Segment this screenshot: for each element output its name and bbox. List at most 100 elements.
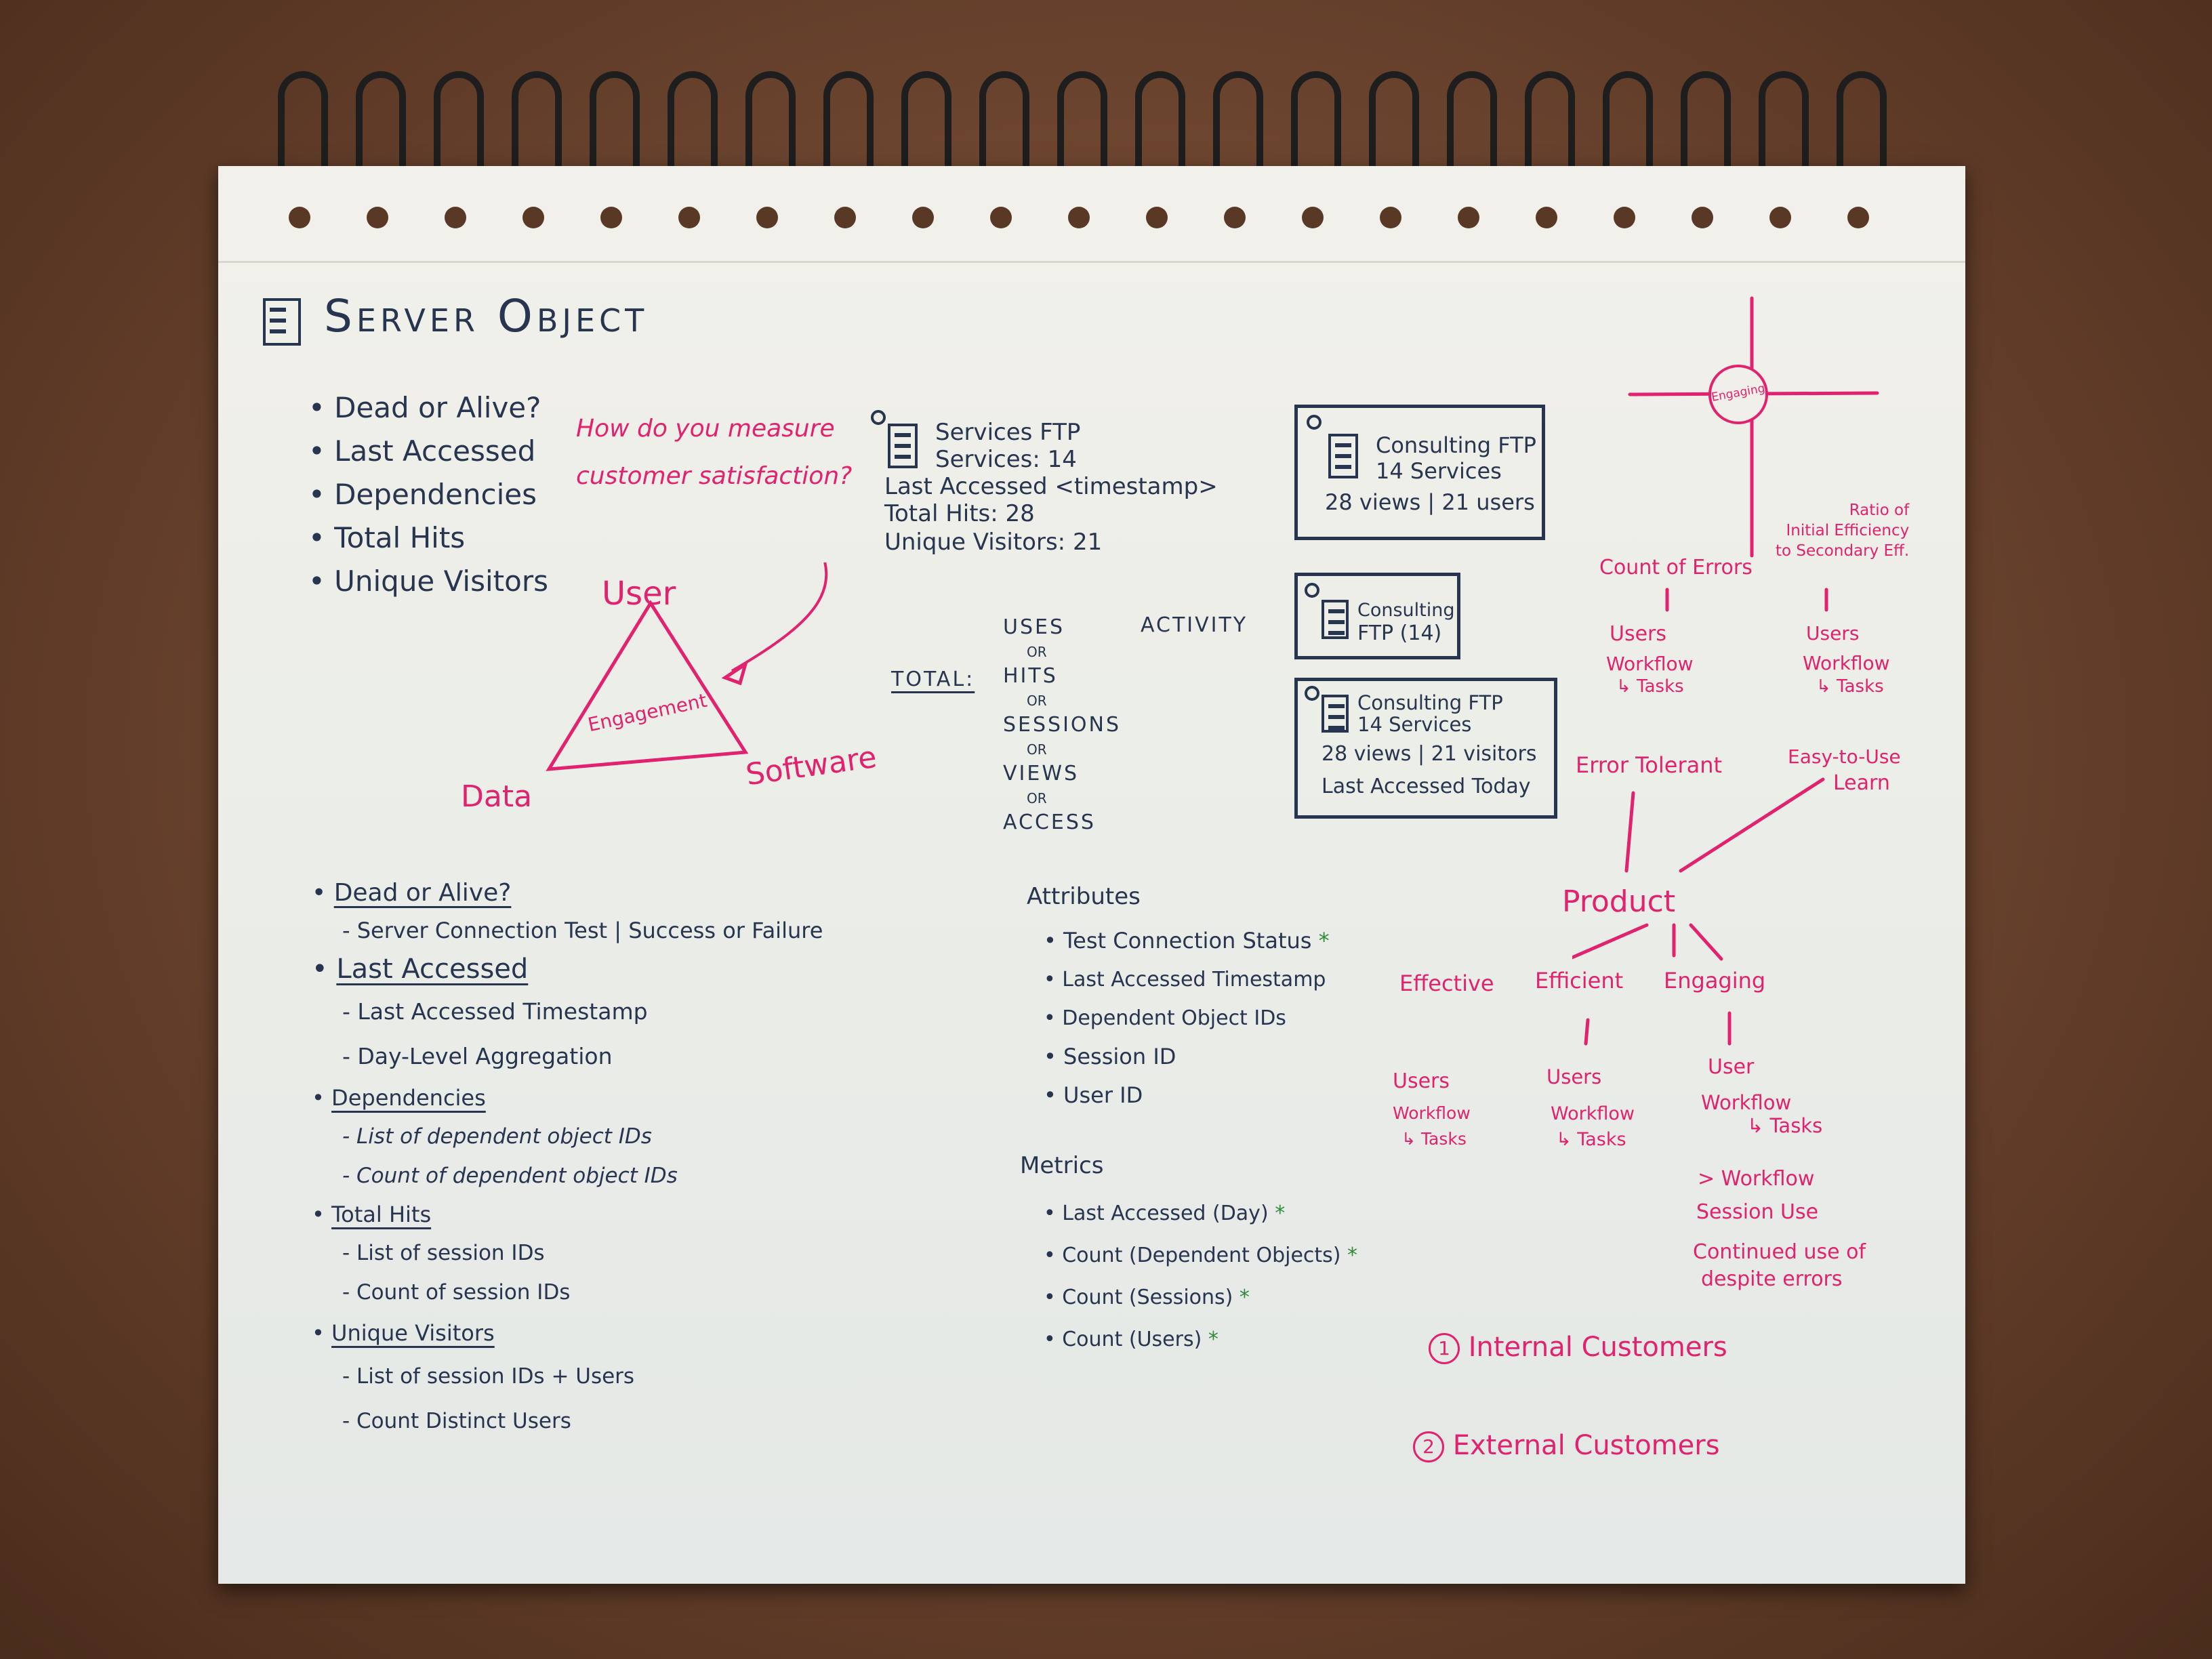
efficient-users: Users [1547, 1065, 1602, 1088]
engaging-workflow: Workflow [1701, 1091, 1792, 1114]
measure-note: How do you measure customer satisfaction… [576, 415, 853, 490]
total-options: Uses or Hits or Sessions or Views or Acc… [1003, 615, 1121, 835]
tasks-left: ↳ Tasks [1616, 676, 1684, 697]
users-right: Users [1806, 622, 1860, 644]
detail-item: - Last Accessed Timestamp [342, 998, 648, 1025]
total-label: Total: [891, 668, 975, 691]
status-indicator [1305, 686, 1319, 701]
question-list: • Dead or Alive? • Last Accessed • Depen… [308, 386, 548, 603]
attribute-item: • Dependent Object IDs [1044, 1006, 1286, 1030]
detail-item: - List of session IDs [342, 1241, 545, 1265]
learn-label: Learn [1833, 771, 1890, 795]
engaging-workflow-2: > Workflow [1698, 1167, 1815, 1191]
triangle-data-label: Data [461, 779, 533, 814]
detail-item: - Day-Level Aggregation [342, 1043, 613, 1069]
detail-heading: • Total Hits [312, 1202, 432, 1227]
metrics-title: Metrics [1020, 1152, 1104, 1179]
server-card[interactable] [1294, 405, 1545, 540]
card4-stats: 28 views | 21 visitors [1322, 742, 1537, 766]
number-badge: 2 [1413, 1431, 1444, 1462]
option: Access [1003, 811, 1096, 834]
efficient-label: Efficient [1535, 968, 1624, 994]
activity-label: Activity [1141, 613, 1248, 637]
session-use: Session Use [1696, 1200, 1819, 1224]
option: Views [1003, 762, 1080, 785]
attributes-list: • Test Connection Status * • Last Access… [1044, 922, 1330, 1115]
server-icon [1322, 695, 1349, 733]
workflow-right: Workflow [1803, 652, 1890, 674]
spiral-binding [0, 0, 2212, 230]
details-list: • Dead or Alive? - Server Connection Tes… [312, 874, 823, 1443]
option: Hits [1003, 664, 1058, 688]
attribute-item: • User ID [1044, 1082, 1143, 1108]
card3-subtitle: FTP (14) [1357, 621, 1442, 645]
list-item: • Total Hits [308, 521, 466, 554]
internal-customers: 1 Internal Customers [1429, 1332, 1727, 1364]
card4-accessed: Last Accessed Today [1322, 775, 1531, 798]
product-label: Product [1562, 884, 1676, 919]
metric-item: • Count (Sessions) * [1044, 1286, 1250, 1309]
engaging-tasks: ↳ Tasks [1747, 1114, 1823, 1137]
effective-users: Users [1393, 1069, 1450, 1093]
detail-heading: • Dependencies [312, 1085, 486, 1111]
card1-services: Services: 14 [935, 446, 1077, 473]
despite-errors: despite errors [1701, 1267, 1843, 1291]
option: Sessions [1003, 713, 1122, 737]
error-tolerant: Error Tolerant [1576, 752, 1723, 778]
count-of-errors: Count of Errors [1599, 556, 1753, 579]
engagement-triangle [546, 562, 828, 771]
metric-item: • Count (Dependent Objects) * [1044, 1244, 1358, 1267]
engaging-label: Engaging [1664, 968, 1766, 994]
detail-item: - Count of session IDs [342, 1280, 571, 1305]
list-item: • Last Accessed [308, 434, 536, 468]
users-left: Users [1610, 622, 1667, 646]
efficient-tasks: ↳ Tasks [1556, 1129, 1626, 1150]
card1-hits: Total Hits: 28 [884, 500, 1035, 527]
attribute-item: • Session ID [1044, 1044, 1176, 1069]
list-item: • Dead or Alive? [308, 391, 541, 424]
attributes-title: Attributes [1027, 883, 1141, 910]
card1-title: Services FTP [935, 419, 1081, 446]
status-indicator [871, 410, 886, 425]
list-item: • Unique Visitors [308, 565, 548, 598]
status-indicator [1305, 583, 1319, 598]
effective-label: Effective [1399, 970, 1494, 996]
card4-services: 14 Services [1357, 713, 1472, 736]
card1-accessed: Last Accessed <timestamp> [884, 473, 1218, 500]
triangle-user-label: User [602, 575, 676, 613]
number-badge: 1 [1429, 1333, 1460, 1364]
server-card-compact[interactable] [1294, 573, 1460, 659]
detail-item: - List of session IDs + Users [342, 1364, 635, 1389]
server-icon [263, 298, 301, 346]
card1-visitors: Unique Visitors: 21 [884, 529, 1103, 556]
continued-use: Continued use of [1693, 1240, 1866, 1264]
metrics-list: • Last Accessed (Day) * • Count (Depende… [1044, 1193, 1357, 1361]
external-customers: 2 External Customers [1413, 1430, 1720, 1462]
detail-heading: • Unique Visitors [312, 1320, 495, 1346]
notebook-page [218, 166, 1965, 1584]
workflow-left: Workflow [1606, 653, 1694, 675]
metric-item: • Count (Users) * [1044, 1328, 1218, 1351]
effective-tasks: ↳ Tasks [1401, 1129, 1467, 1149]
detail-heading: • Last Accessed [312, 954, 529, 985]
detail-heading: • Dead or Alive? [312, 879, 512, 907]
server-icon [1328, 434, 1358, 478]
card4-title: Consulting FTP [1357, 691, 1503, 714]
status-indicator [1307, 415, 1322, 430]
metric-item: • Last Accessed (Day) * [1044, 1202, 1286, 1225]
effective-workflow: Workflow [1393, 1103, 1471, 1123]
card3-title: Consulting [1357, 600, 1455, 621]
option-or: or [1027, 741, 1047, 758]
card2-services: 14 Services [1376, 458, 1502, 484]
easy-to-use: Easy-to-Use [1788, 745, 1901, 768]
attribute-item: • Last Accessed Timestamp [1044, 968, 1326, 991]
detail-item: - Count Distinct Users [342, 1409, 571, 1433]
option: Uses [1003, 615, 1065, 639]
option-or: or [1027, 790, 1047, 806]
option-or: or [1027, 693, 1047, 709]
efficient-workflow: Workflow [1551, 1103, 1635, 1124]
attribute-item: • Test Connection Status * [1044, 928, 1330, 954]
server-card[interactable] [1294, 678, 1557, 819]
card2-title: Consulting FTP [1376, 432, 1536, 458]
